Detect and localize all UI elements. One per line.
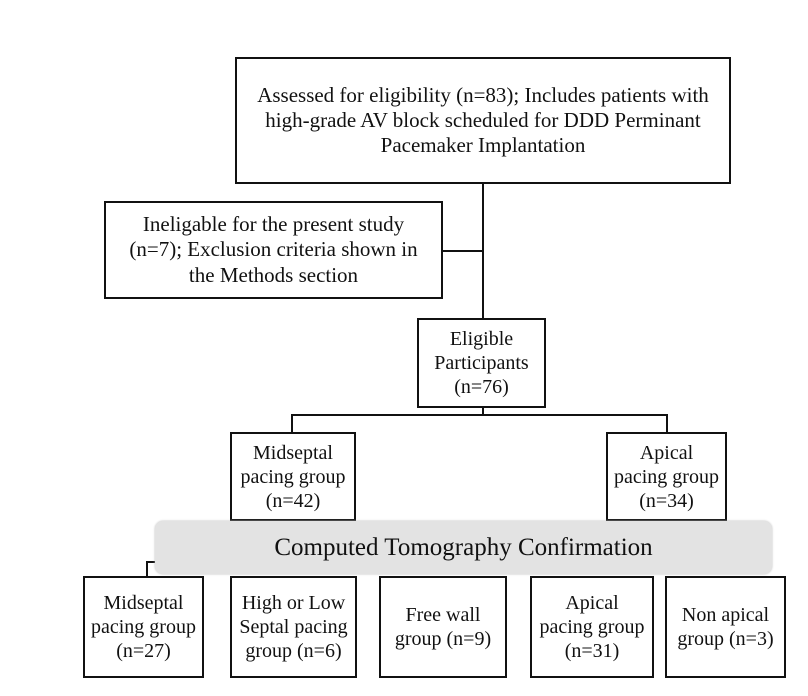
outcome-free-wall-box: Free wall group (n=9) — [379, 576, 507, 678]
ineligible-box: Ineligable for the present study (n=7); … — [104, 201, 443, 299]
connector-eligible-down — [482, 407, 484, 415]
connector-split-horizontal — [291, 414, 668, 416]
apical-group-text: Apical pacing group (n=34) — [614, 441, 719, 512]
connector-bottom-left-horizontal — [146, 561, 158, 563]
connector-ineligible — [442, 250, 483, 252]
midseptal-group-text: Midseptal pacing group (n=42) — [240, 441, 346, 512]
apical-group-box: Apical pacing group (n=34) — [606, 432, 727, 521]
outcome-high-low-septal-text: High or Low Septal pacing group (n=6) — [239, 592, 348, 662]
outcome-free-wall-text: Free wall group (n=9) — [394, 604, 492, 650]
outcome-midseptal-text: Midseptal pacing group (n=27) — [91, 592, 196, 662]
connector-bottom-left-vertical — [146, 562, 148, 576]
connector-main-vertical — [482, 183, 484, 318]
outcome-apical-text: Apical pacing group (n=31) — [539, 592, 645, 662]
outcome-non-apical-text: Non apical group (n=3) — [677, 604, 774, 650]
outcome-midseptal-box: Midseptal pacing group (n=27) — [83, 576, 204, 678]
ct-confirmation-banner: Computed Tomography Confirmation — [155, 521, 772, 574]
outcome-high-low-septal-box: High or Low Septal pacing group (n=6) — [230, 576, 357, 678]
eligible-text: Eligible Participants (n=76) — [434, 328, 529, 398]
outcome-apical-box: Apical pacing group (n=31) — [530, 576, 654, 678]
midseptal-group-box: Midseptal pacing group (n=42) — [230, 432, 356, 521]
assessed-box: Assessed for eligibility (n=83); Include… — [235, 57, 731, 184]
outcome-non-apical-box: Non apical group (n=3) — [665, 576, 786, 678]
connector-apical-down — [666, 414, 668, 433]
ineligible-text: Ineligable for the present study (n=7); … — [129, 212, 418, 287]
connector-midseptal-down — [291, 414, 293, 433]
ct-confirmation-text: Computed Tomography Confirmation — [274, 533, 653, 561]
assessed-text: Assessed for eligibility (n=83); Include… — [257, 82, 709, 158]
eligible-box: Eligible Participants (n=76) — [417, 318, 546, 408]
